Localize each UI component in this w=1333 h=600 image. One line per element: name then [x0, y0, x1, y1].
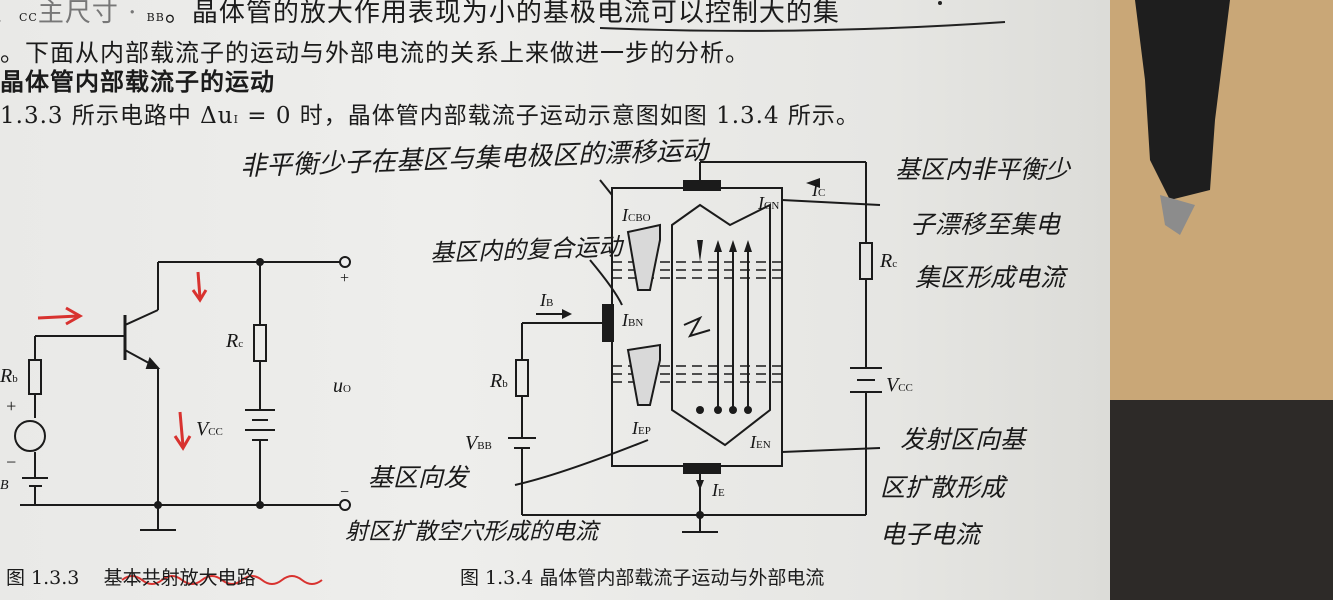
fig133-b: B [0, 478, 9, 493]
label-ibn: IBN [622, 310, 644, 330]
label-rb: Rb [490, 370, 508, 392]
text-line-4: 1.3.3 所示电路中 ΔuI = 0 时，晶体管内部载流子运动示意图如图 1.… [0, 96, 860, 130]
red-annotations [37, 271, 323, 585]
fig133-rb-label: Rb [0, 365, 18, 387]
fig133-uo-label: uO [333, 375, 351, 397]
label-ib: IB [540, 290, 554, 310]
fig134-circuit [508, 161, 882, 533]
fig133-out-plus: + [340, 270, 350, 287]
handwriting-bottom-1: 基区向发 [368, 463, 469, 492]
label-rc: Rc [880, 250, 898, 272]
label-icbo: ICBO [622, 205, 651, 225]
fig133-minus: − [5, 452, 18, 472]
handwriting-right-2: 子漂移至集电 [910, 210, 1061, 239]
handwriting-emit-2: 区扩散形成 [880, 473, 1006, 502]
label-vcc: VCC [886, 374, 913, 396]
handwriting-emit-3: 电子电流 [880, 520, 981, 549]
handwriting-bottom-2: 射区扩散空穴形成的电流 [345, 519, 598, 545]
text-line-1: 、CC主尺寸 · BB。晶体管的放大作用表现为小的基极电流可以控制大的集 [0, 0, 840, 28]
label-iep: IEP [632, 418, 651, 438]
handwriting-right-3: 集区形成电流 [915, 263, 1066, 292]
fig133-out-minus: − [340, 484, 350, 501]
fig133-plus: + [5, 396, 18, 416]
line4-text: 1.3.3 所示电路中 Δu [0, 103, 234, 129]
dark-shadow [1100, 400, 1333, 600]
label-icn: ICN [758, 193, 780, 213]
line1-text: 。晶体管的放大作用表现为小的基极电流可以控制大的集 [164, 0, 840, 28]
textbook-page [0, 0, 1110, 600]
handwriting-right-1: 基区内非平衡少 [895, 155, 1071, 184]
circuit-drawings [14, 1, 1006, 585]
line1-sub-cc: CC [19, 11, 38, 24]
pen-body [1135, 0, 1230, 200]
line4-sub: I [233, 113, 239, 126]
pen-tip [1160, 195, 1195, 235]
line4-rest: = 0 时，晶体管内部载流子运动示意图如图 1.3.4 所示。 [238, 103, 860, 129]
line1-sub-bb: BB [146, 11, 165, 24]
handwriting-emit-1: 发射区向基 [900, 425, 1026, 454]
text-line-2: 。下面从内部载流子的运动与外部电流的关系上来做进一步的分析。 [0, 39, 750, 67]
label-ie: IE [712, 480, 725, 500]
section-heading: 晶体管内部载流子的运动 [0, 67, 275, 96]
fig133-caption: 图 1.3.3 基本共射放大电路 [6, 567, 256, 589]
handwriting-base: 基区内的复合运动 [429, 232, 623, 268]
fig133-rc-label: Rc [226, 330, 244, 352]
fig133-vcc-label: VCC [196, 418, 223, 440]
label-vbb: VBB [465, 432, 492, 454]
label-ic: IC [812, 180, 826, 200]
fig133-circuit [14, 256, 351, 531]
fig134-caption: 图 1.3.4 晶体管内部载流子运动与外部电流 [460, 567, 825, 589]
label-ien: IEN [750, 432, 771, 452]
underline-mark [599, 21, 1006, 32]
